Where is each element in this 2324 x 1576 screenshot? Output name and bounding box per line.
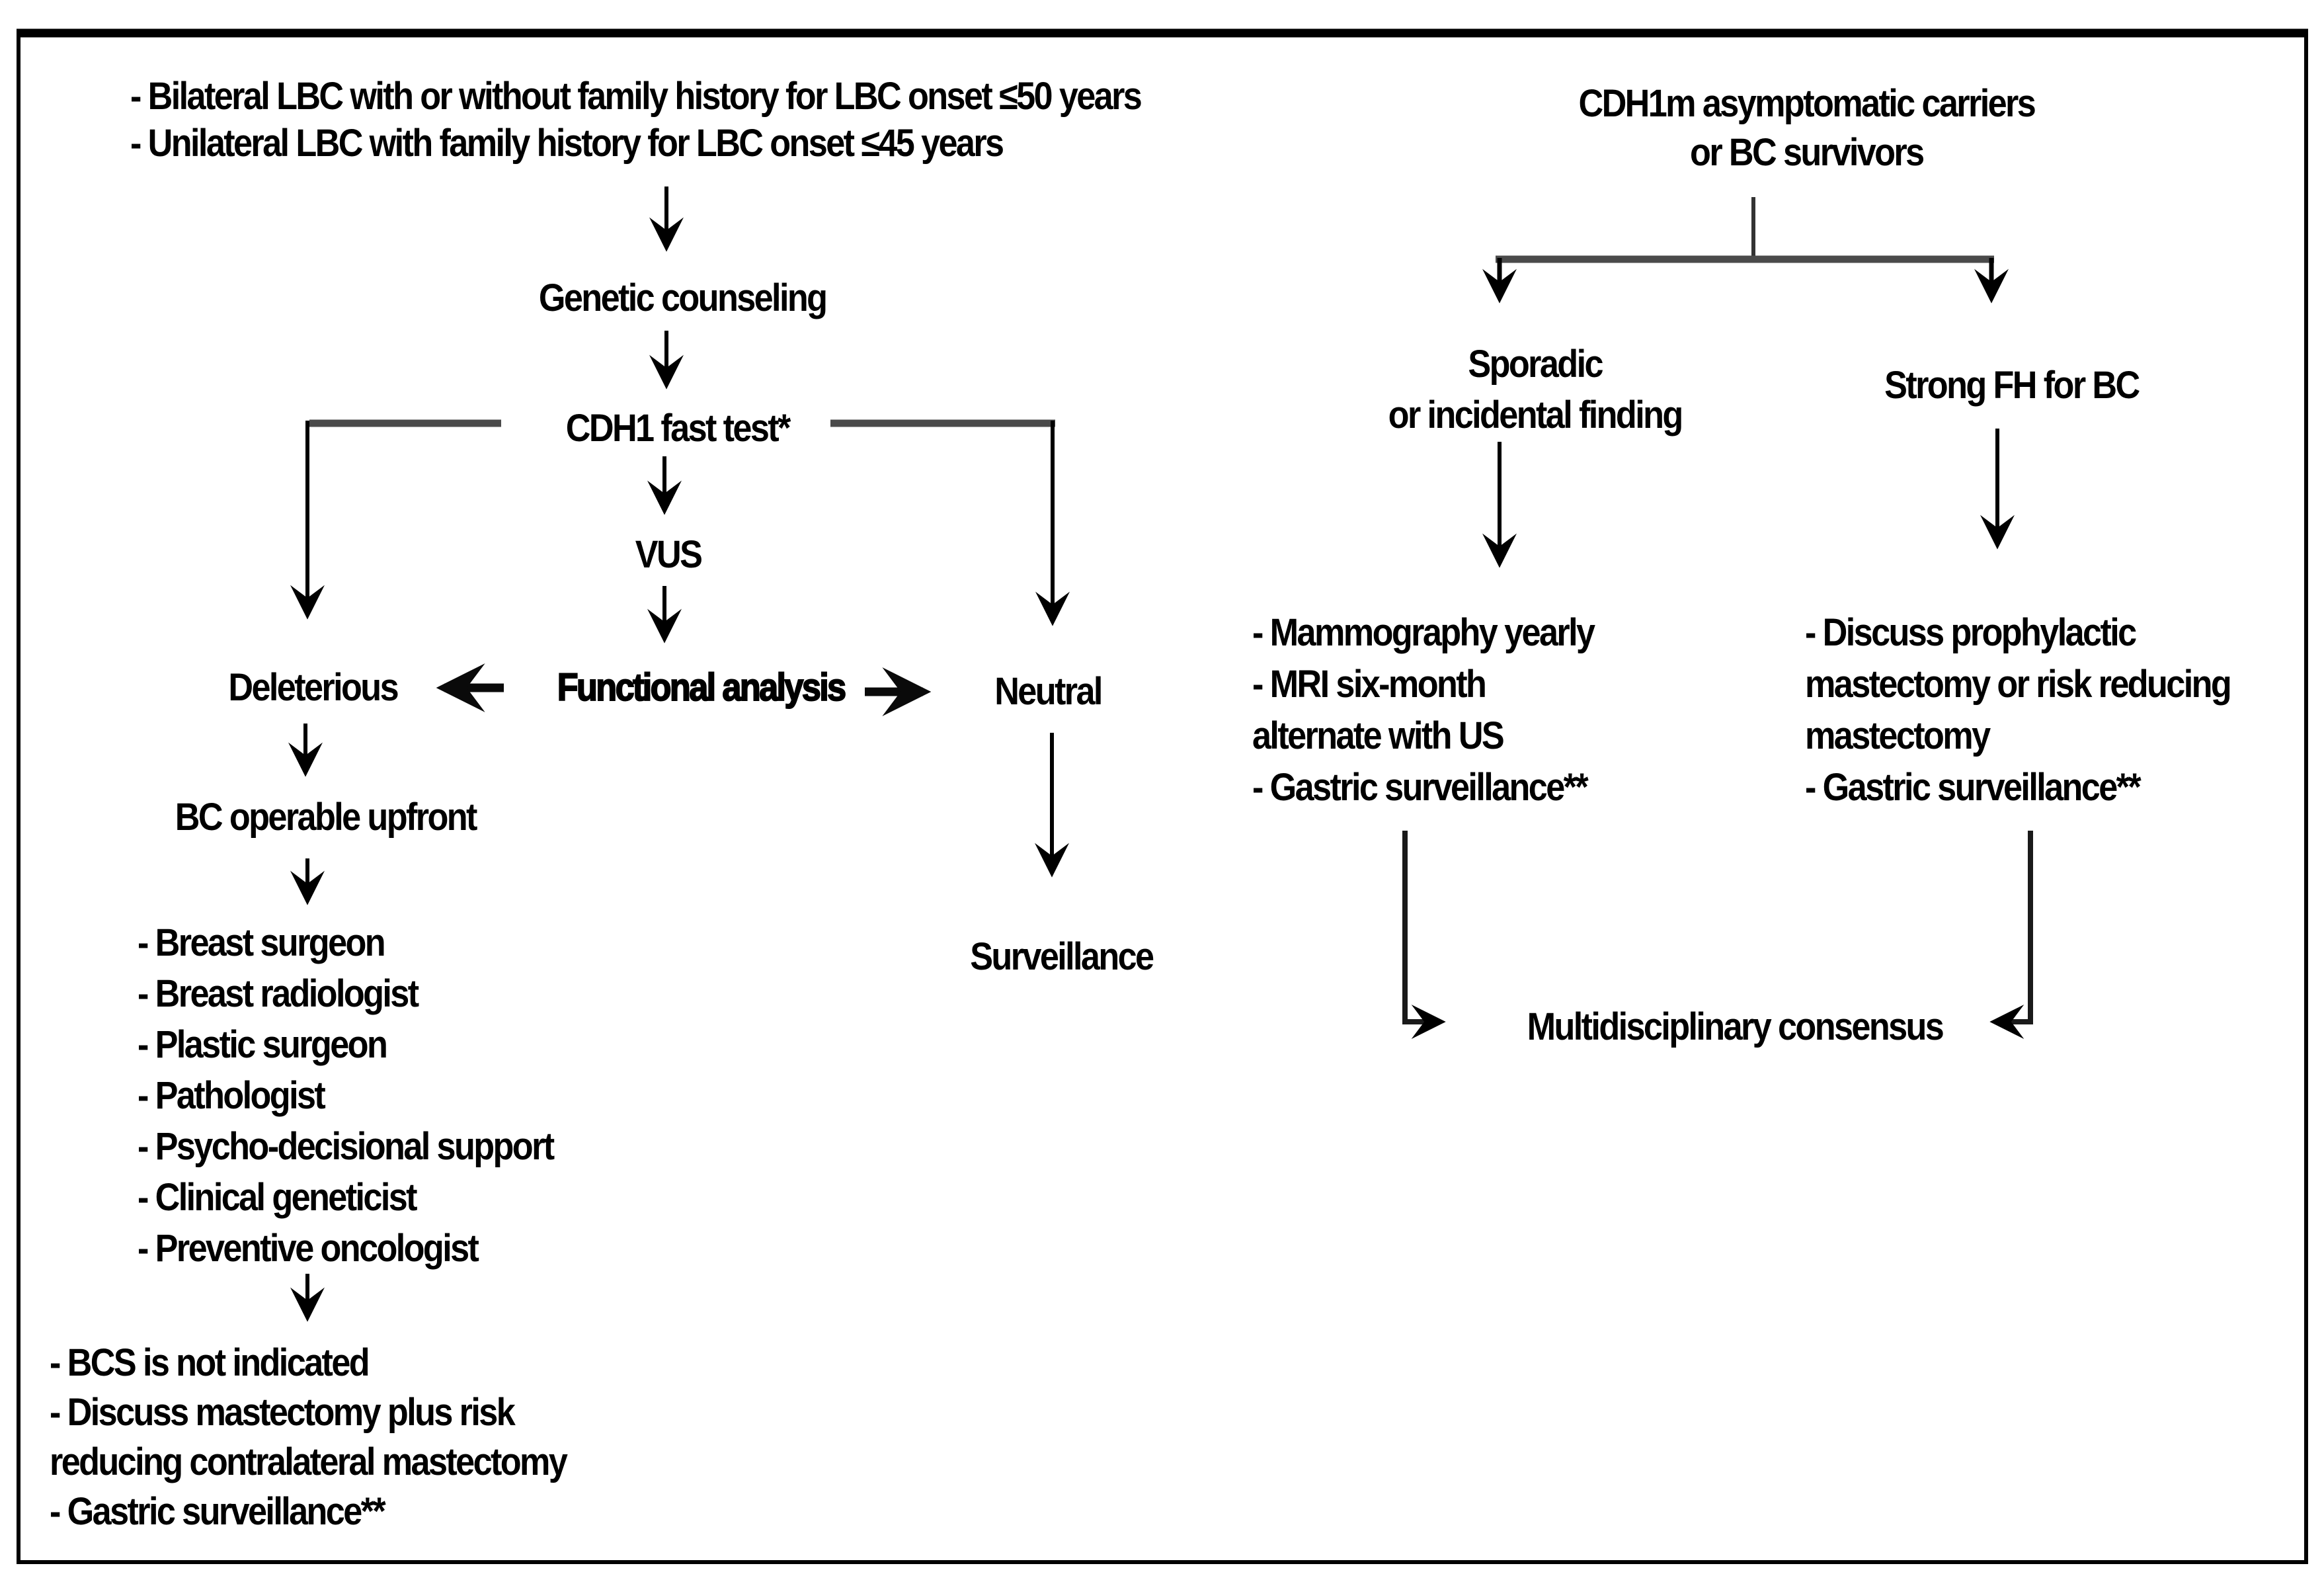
text-line: - Clinical geneticist [138,1176,418,1219]
text-line: - Breast radiologist [138,972,419,1015]
cdh1-fast-test-node: CDH1 fast test* [565,407,791,450]
multidisciplinary-consensus-node: Multidisciplinary consensus [1527,1005,1944,1048]
bc-operable-node: BC operable upfront [175,796,478,839]
text-line: - Bilateral LBC with or without family h… [130,75,1142,118]
text-line: - Preventive oncologist [138,1227,479,1270]
surgical-recommendations-list: - BCS is not indicated - Discuss mastecto… [50,1338,568,1536]
neutral-node: Neutral [994,670,1103,713]
arrow-sporadic-plan-to-consensus [1402,831,1446,1039]
text-line: - Pathologist [138,1074,326,1117]
text-line: or BC survivors [1690,131,1925,174]
text-line: - BCS is not indicated [50,1341,370,1384]
surveillance-node: Surveillance [970,935,1154,978]
cdh1m-carriers-header: CDH1m asymptomatic carriers or BC survivo… [1578,79,2036,177]
genetic-counseling-node: Genetic counseling [538,276,828,319]
sporadic-node: Sporadic or incidental finding [1388,339,1684,440]
arrow-strong-fh-plan-to-consensus [1989,831,2033,1039]
functional-analysis-node: Functional analysis [557,666,847,709]
text-line: or incidental finding [1388,394,1684,436]
strong-fh-plan: - Discuss prophylactic mastectomy or risk… [1805,607,2232,813]
text-line: - Mammography yearly [1252,611,1595,654]
text-line: - Gastric surveillance** [1252,766,1589,809]
text-line: CDH1m asymptomatic carriers [1578,82,2036,125]
text-line: - Breast surgeon [138,921,386,964]
text-line: - Unilateral LBC with family history for… [130,122,1004,165]
text-line: Sporadic [1468,343,1603,386]
multidisciplinary-team-list: - Breast surgeon - Breast radiologist - Pl… [138,917,555,1274]
text-line: - Plastic surgeon [138,1023,388,1066]
text-line: - Gastric surveillance** [1805,766,2142,809]
text-line: - Gastric surveillance** [50,1490,386,1533]
deleterious-node: Deleterious [228,666,399,709]
text-line: reducing contralateral mastectomy [50,1440,568,1483]
text-line: mastectomy [1805,714,1991,757]
eligibility-criteria: - Bilateral LBC with or without family h… [130,73,1142,167]
text-line: - Psycho-decisional support [138,1125,555,1168]
strong-fh-node: Strong FH for BC [1884,364,2140,407]
text-line: mastectomy or risk reducing [1805,663,2232,706]
vus-node: VUS [635,533,703,576]
sporadic-surveillance-plan: - Mammography yearly - MRI six-month alter… [1252,607,1595,813]
text-line: - Discuss prophylactic [1805,611,2137,654]
text-line: - MRI six-month [1252,663,1487,706]
text-line: alternate with US [1252,714,1505,757]
text-line: - Discuss mastectomy plus risk [50,1391,516,1434]
